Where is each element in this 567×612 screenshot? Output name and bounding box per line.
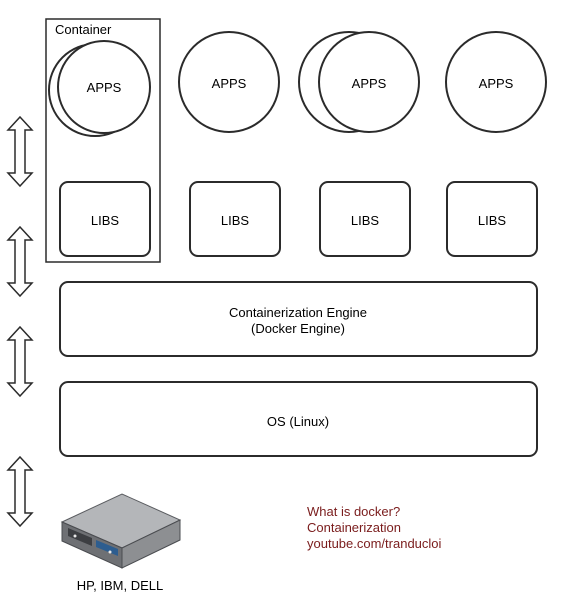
apps-label: APPS	[479, 76, 514, 91]
double-arrow-icon	[6, 225, 34, 298]
libs-box	[59, 181, 151, 257]
apps-label: APPS	[87, 80, 122, 95]
engine-box	[59, 281, 538, 357]
note-line1: What is docker?	[307, 504, 400, 519]
libs-label: LIBS	[478, 213, 507, 228]
container-label: Container	[55, 22, 112, 37]
os-box	[59, 381, 538, 457]
double-arrow-icon	[6, 325, 34, 398]
libs-label: LIBS	[351, 213, 380, 228]
libs-label: LIBS	[91, 213, 120, 228]
note-line3: youtube.com/tranducloi	[307, 536, 442, 551]
engine-label-line2: (Docker Engine)	[251, 321, 345, 336]
os-label: OS (Linux)	[267, 414, 329, 429]
apps-label: APPS	[212, 76, 247, 91]
libs-box	[189, 181, 281, 257]
note-line2: Containerization	[307, 520, 401, 535]
apps-label: APPS	[352, 76, 387, 91]
app-circle	[178, 31, 280, 133]
libs-box	[319, 181, 411, 257]
engine-label-line1: Containerization Engine	[229, 305, 367, 320]
libs-label: LIBS	[221, 213, 250, 228]
double-arrow-icon	[6, 455, 34, 528]
app-circle	[318, 31, 420, 133]
double-arrow-icon	[6, 115, 34, 188]
server-caption: HP, IBM, DELL	[77, 578, 163, 593]
app-circle	[57, 40, 151, 134]
rack-server-icon	[60, 493, 182, 569]
libs-box	[446, 181, 538, 257]
app-circle	[445, 31, 547, 133]
container-outline	[45, 18, 161, 263]
